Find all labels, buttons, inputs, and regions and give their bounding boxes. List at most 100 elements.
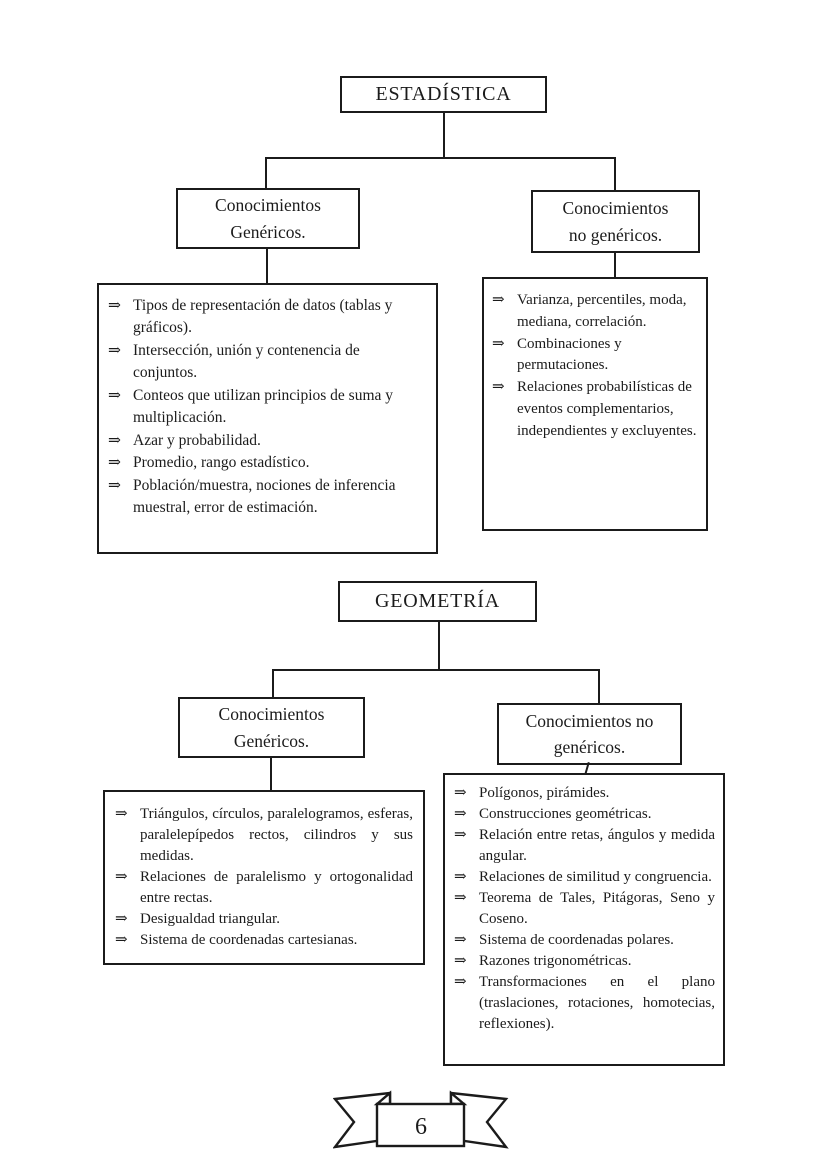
estadistica-nongeneric-topics-box: ⇒ Varianza, percentiles, moda, mediana, … bbox=[482, 277, 708, 531]
topic-list: ⇒ Varianza, percentiles, moda, mediana, … bbox=[491, 290, 700, 442]
connector-line bbox=[266, 249, 268, 285]
topic-text: Triángulos, círculos, paralelogramos, es… bbox=[140, 806, 413, 864]
geometria-title-box: GEOMETRÍA bbox=[338, 581, 537, 622]
double-arrow-icon: ⇒ bbox=[108, 476, 121, 494]
topic-text: Relación entre retas, ángulos y medida a… bbox=[479, 827, 715, 864]
topic-item: ⇒ Desigualdad triangular. bbox=[114, 909, 413, 930]
geometria-nongeneric-branch-box: Conocimientos no genéricos. bbox=[497, 703, 682, 765]
estadistica-nongeneric-branch-box: Conocimientos no genéricos. bbox=[531, 190, 700, 253]
double-arrow-icon: ⇒ bbox=[454, 932, 467, 948]
double-arrow-icon: ⇒ bbox=[454, 785, 467, 801]
connector-line bbox=[443, 113, 445, 158]
ribbon-panel bbox=[375, 1102, 466, 1148]
branch-label-line: genéricos. bbox=[553, 737, 626, 757]
double-arrow-icon: ⇒ bbox=[492, 292, 505, 308]
branch-label-line: Conocimientos bbox=[215, 195, 321, 216]
branch-label-line: Conocimientos bbox=[218, 704, 325, 725]
topic-text: Tipos de representación de datos (tablas… bbox=[133, 297, 393, 337]
double-arrow-icon: ⇒ bbox=[454, 890, 467, 906]
topic-item: ⇒ Relaciones de similitud y congruencia. bbox=[453, 867, 715, 888]
topic-text: Relaciones de similitud y congruencia. bbox=[479, 869, 712, 885]
connector-line bbox=[272, 669, 600, 671]
connector-line bbox=[265, 157, 267, 190]
topic-item: ⇒ Teorema de Tales, Pitágoras, Seno y Co… bbox=[453, 888, 715, 930]
topic-item: ⇒ Relaciones de paralelismo y ortogonali… bbox=[114, 867, 413, 909]
topic-item: ⇒ Triángulos, círculos, paralelogramos, … bbox=[114, 804, 413, 867]
double-arrow-icon: ⇒ bbox=[108, 341, 121, 359]
estadistica-title-box: ESTADÍSTICA bbox=[340, 76, 547, 113]
branch-label-line: no genéricos. bbox=[568, 224, 663, 245]
double-arrow-icon: ⇒ bbox=[454, 827, 467, 843]
topic-item: ⇒ Combinaciones y permutaciones. bbox=[491, 334, 700, 378]
topic-item: ⇒ Azar y probabilidad. bbox=[107, 430, 423, 452]
topic-item: ⇒ Relaciones probabilísticas de eventos … bbox=[491, 377, 700, 442]
topic-text: Construcciones geométricas. bbox=[479, 806, 652, 822]
double-arrow-icon: ⇒ bbox=[108, 297, 121, 314]
branch-label-line: Conocimientos bbox=[562, 198, 669, 219]
estadistica-generic-branch-box: Conocimientos Genéricos. bbox=[176, 188, 360, 249]
double-arrow-icon: ⇒ bbox=[108, 454, 121, 472]
double-arrow-icon: ⇒ bbox=[454, 953, 467, 969]
topic-item: ⇒ Tipos de representación de datos (tabl… bbox=[107, 295, 423, 340]
geometria-title: GEOMETRÍA bbox=[375, 590, 500, 612]
double-arrow-icon: ⇒ bbox=[454, 974, 467, 990]
topic-item: ⇒ Sistema de coordenadas cartesianas. bbox=[114, 930, 413, 951]
branch-label-line: Genéricos. bbox=[233, 730, 310, 751]
connector-line bbox=[598, 669, 600, 705]
page-number: 6 bbox=[415, 1114, 427, 1140]
double-arrow-icon: ⇒ bbox=[454, 869, 467, 885]
double-arrow-icon: ⇒ bbox=[108, 386, 121, 404]
branch-label-line: Conocimientos no bbox=[525, 710, 654, 731]
connector-line bbox=[614, 157, 616, 192]
geometria-nongeneric-topics-box: ⇒ Polígonos, pirámides. ⇒ Construcciones… bbox=[443, 773, 725, 1066]
geometria-generic-topics-box: ⇒ Triángulos, círculos, paralelogramos, … bbox=[103, 790, 425, 965]
topic-text: Relaciones probabilísticas de eventos co… bbox=[517, 379, 697, 439]
topic-list: ⇒ Tipos de representación de datos (tabl… bbox=[107, 295, 423, 520]
topic-item: ⇒ Polígonos, pirámides. bbox=[453, 783, 715, 804]
topic-text: Combinaciones y permutaciones. bbox=[517, 335, 622, 374]
topic-item: ⇒ Relación entre retas, ángulos y medida… bbox=[453, 825, 715, 867]
topic-item: ⇒ Promedio, rango estadístico. bbox=[107, 452, 423, 474]
topic-list: ⇒ Triángulos, círculos, paralelogramos, … bbox=[114, 804, 413, 951]
topic-item: ⇒ Construcciones geométricas. bbox=[453, 804, 715, 825]
connector-line bbox=[265, 157, 616, 159]
connector-line bbox=[270, 758, 272, 792]
double-arrow-icon: ⇒ bbox=[115, 806, 128, 822]
topic-item: ⇒ Población/muestra, nociones de inferen… bbox=[107, 475, 423, 520]
topic-item: ⇒ Razones trigonométricas. bbox=[453, 951, 715, 972]
topic-text: Azar y probabilidad. bbox=[133, 431, 261, 449]
page-number-ribbon: 6 bbox=[333, 1090, 509, 1149]
estadistica-title: ESTADÍSTICA bbox=[375, 83, 512, 105]
topic-item: ⇒ Conteos que utilizan principios de sum… bbox=[107, 385, 423, 430]
topic-text: Sistema de coordenadas polares. bbox=[479, 932, 674, 948]
double-arrow-icon: ⇒ bbox=[492, 335, 505, 352]
geometria-generic-branch-box: Conocimientos Genéricos. bbox=[178, 697, 365, 758]
branch-label-line: Genéricos. bbox=[230, 221, 306, 242]
topic-text: Relaciones de paralelismo y ortogonalida… bbox=[140, 869, 413, 906]
connector-line bbox=[272, 669, 274, 699]
topic-text: Conteos que utilizan principios de suma … bbox=[133, 386, 394, 427]
double-arrow-icon: ⇒ bbox=[115, 869, 128, 885]
topic-text: Desigualdad triangular. bbox=[140, 911, 280, 927]
topic-item: ⇒ Intersección, unión y contenencia de c… bbox=[107, 340, 423, 385]
topic-item: ⇒ Sistema de coordenadas polares. bbox=[453, 930, 715, 951]
topic-list: ⇒ Polígonos, pirámides. ⇒ Construcciones… bbox=[453, 783, 715, 1035]
topic-text: Sistema de coordenadas cartesianas. bbox=[140, 932, 358, 948]
double-arrow-icon: ⇒ bbox=[115, 932, 128, 948]
topic-text: Promedio, rango estadístico. bbox=[133, 454, 310, 472]
topic-text: Razones trigonométricas. bbox=[479, 953, 632, 969]
topic-text: Transformaciones en el plano (traslacion… bbox=[479, 974, 715, 1032]
double-arrow-icon: ⇒ bbox=[108, 431, 121, 449]
topic-text: Polígonos, pirámides. bbox=[479, 785, 610, 801]
topic-text: Intersección, unión y contenencia de con… bbox=[133, 341, 360, 382]
topic-text: Teorema de Tales, Pitágoras, Seno y Cose… bbox=[479, 890, 715, 927]
topic-text: Población/muestra, nociones de inferenci… bbox=[133, 476, 396, 517]
topic-item: ⇒ Varianza, percentiles, moda, mediana, … bbox=[491, 290, 700, 334]
connector-line bbox=[614, 253, 616, 279]
connector-line bbox=[438, 622, 440, 670]
double-arrow-icon: ⇒ bbox=[454, 806, 467, 822]
double-arrow-icon: ⇒ bbox=[492, 379, 505, 395]
estadistica-generic-topics-box: ⇒ Tipos de representación de datos (tabl… bbox=[97, 283, 438, 554]
double-arrow-icon: ⇒ bbox=[115, 911, 128, 927]
